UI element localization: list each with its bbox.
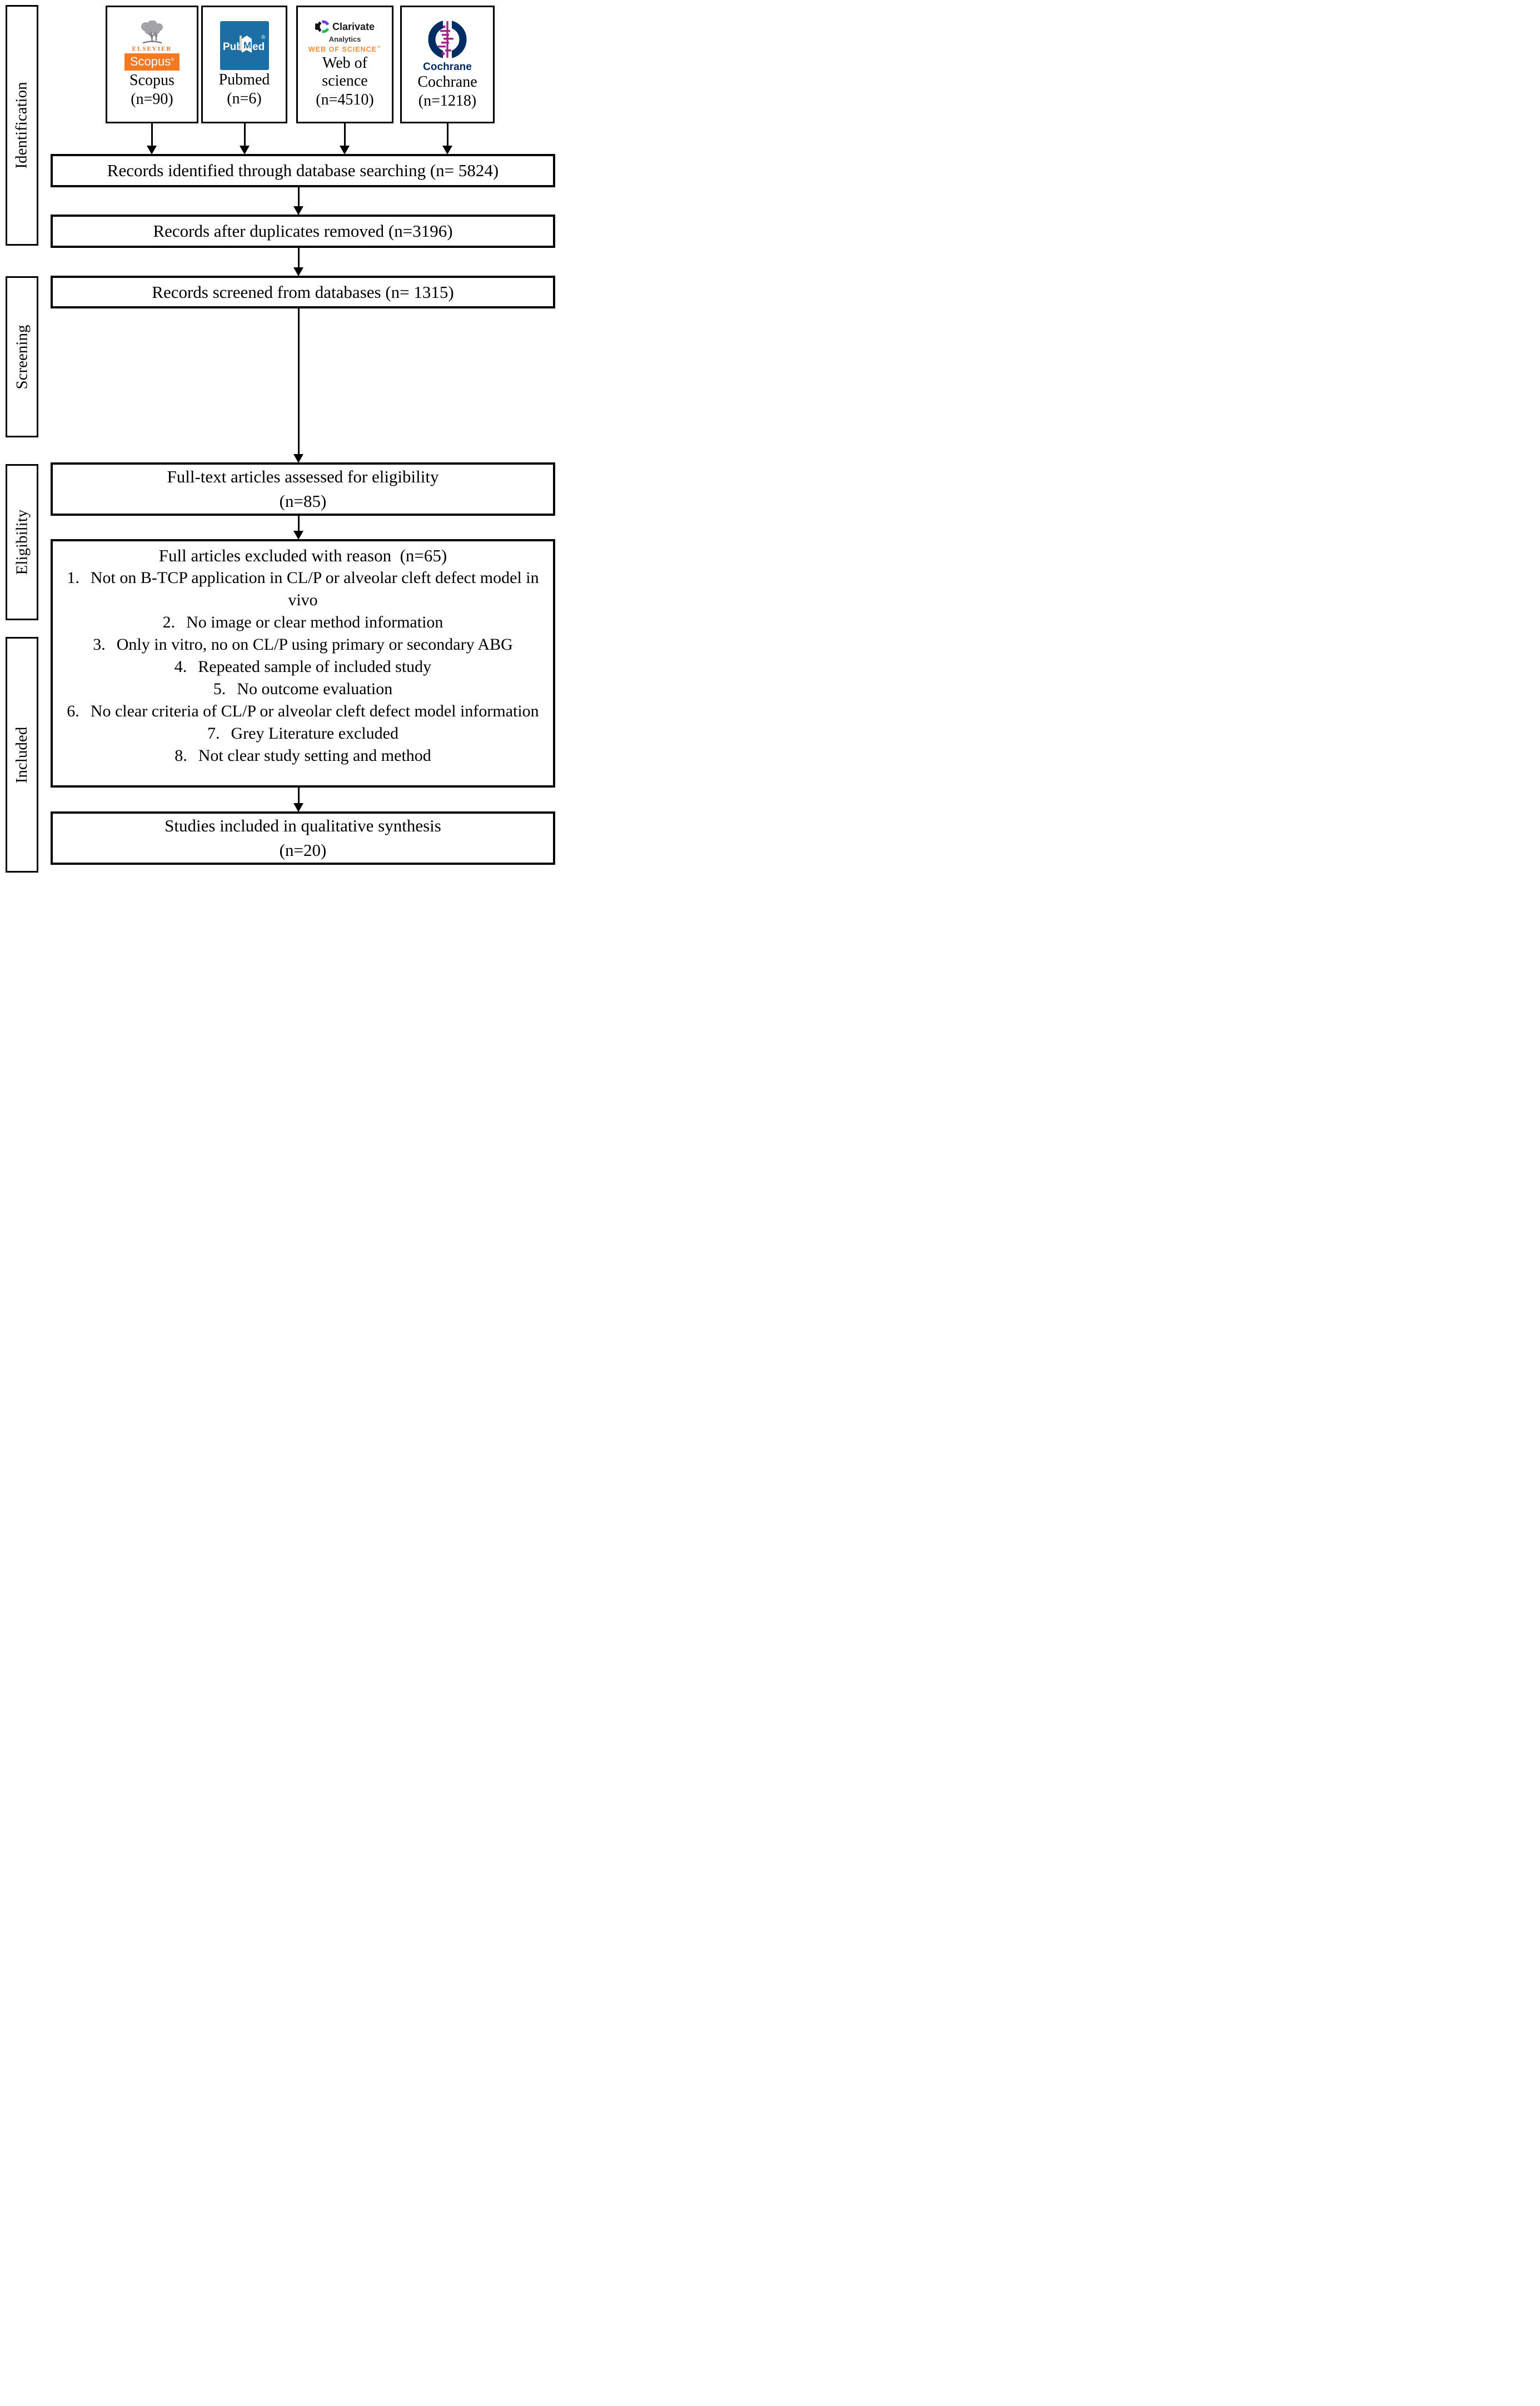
stage-label-eligibility: Eligibility <box>13 509 31 575</box>
arrow-head-dedup-to-screened <box>293 267 303 276</box>
database-name-pubmed: Pubmed <box>218 71 270 88</box>
stage-label-identification: Identification <box>13 82 31 169</box>
records-identified-box: Records identified through database sear… <box>51 154 555 187</box>
arrow-head-wos-to-identified <box>340 146 350 155</box>
database-name-scopus: Scopus <box>129 72 175 89</box>
clarivate-brand-text: Clarivate <box>332 21 375 33</box>
database-box-scopus: ELSEVIER Scopus® Scopus (n=90) <box>106 6 198 123</box>
arrow-head-fulltext-to-excluded <box>293 531 303 540</box>
records-after-duplicates-text: Records after duplicates removed (n=3196… <box>153 221 453 241</box>
svg-text:®: ® <box>261 34 266 41</box>
reason-text: No clear criteria of CL/P or alveolar cl… <box>90 702 539 720</box>
arrow-line-screened-to-fulltext <box>298 308 300 455</box>
studies-included-line1: Studies included in qualitative synthesi… <box>165 816 441 835</box>
prisma-flow-diagram: Identification Screening Eligibility Inc… <box>0 0 560 875</box>
wos-trademark: ™ <box>377 46 382 51</box>
reason-number: 6. <box>67 702 79 720</box>
svg-text:Pub: Pub <box>223 41 243 53</box>
arrow-line-fulltext-to-excluded <box>298 516 300 531</box>
elsevier-tree-icon <box>141 20 163 43</box>
arrow-line-dedup-to-screened <box>298 247 300 268</box>
arrow-head-pubmed-to-identified <box>240 146 250 155</box>
studies-included-box: Studies included in qualitative synthesi… <box>51 811 555 865</box>
excluded-reason-1: 1. Not on B-TCP application in CL/P or al… <box>53 567 553 611</box>
arrow-line-wos-to-identified <box>344 123 346 146</box>
reason-text: No outcome evaluation <box>237 680 393 698</box>
scopus-registered-mark: ® <box>171 57 175 62</box>
reason-number: 7. <box>207 724 220 743</box>
scopus-logo-text: Scopus <box>129 54 171 68</box>
reason-number: 5. <box>213 680 226 698</box>
records-screened-text: Records screened from databases (n= 1315… <box>152 282 454 302</box>
database-name-wos: Web of science <box>322 54 368 90</box>
records-identified-text: Records identified through database sear… <box>107 161 499 180</box>
reason-text: No image or clear method information <box>186 613 443 631</box>
database-box-cochrane: Cochrane Cochrane (n=1218) <box>400 6 495 123</box>
clarivate-analytics-text: Analytics <box>328 35 361 44</box>
clarivate-icon <box>315 21 330 33</box>
arrow-head-screened-to-fulltext <box>293 454 303 463</box>
excluded-reason-5: 5. No outcome evaluation <box>53 678 553 700</box>
reason-number: 3. <box>93 635 106 654</box>
fulltext-assessed-box: Full-text articles assessed for eligibil… <box>51 462 555 516</box>
stage-box-screening: Screening <box>6 276 38 437</box>
database-name-cochrane: Cochrane <box>417 73 477 91</box>
stage-box-identification: Identification <box>6 5 38 246</box>
reason-number: 2. <box>162 613 176 631</box>
stage-label-screening: Screening <box>13 325 31 389</box>
excluded-reason-8: 8. Not clear study setting and method <box>53 745 553 767</box>
database-box-pubmed: Pub M ed ® Pubmed (n=6) <box>201 6 287 123</box>
reason-text: Not clear study setting and method <box>198 746 431 765</box>
arrow-head-identified-to-dedup <box>293 206 303 215</box>
reason-text: Repeated sample of included study <box>198 657 432 676</box>
arrow-line-scopus-to-identified <box>151 123 153 146</box>
fulltext-assessed-line1: Full-text articles assessed for eligibil… <box>167 467 439 486</box>
stage-label-included: Included <box>13 726 31 783</box>
arrow-line-cochrane-to-identified <box>447 123 448 146</box>
fulltext-assessed-line2: (n=85) <box>279 491 327 511</box>
excluded-reason-6: 6. No clear criteria of CL/P or alveolar … <box>53 700 553 723</box>
database-box-web-of-science: Clarivate Analytics WEB OF SCIENCE™ Web … <box>296 6 393 123</box>
svg-text:M: M <box>243 40 251 51</box>
excluded-reason-7: 7. Grey Literature excluded <box>53 723 553 745</box>
arrow-head-excluded-to-included <box>293 803 303 812</box>
reason-text: Only in vitro, no on CL/P using primary … <box>116 635 513 654</box>
database-count-pubmed: (n=6) <box>227 90 262 107</box>
studies-included-line2: (n=20) <box>279 840 327 860</box>
cochrane-wordmark: Cochrane <box>423 61 472 73</box>
database-count-cochrane: (n=1218) <box>418 92 477 109</box>
excluded-reason-2: 2. No image or clear method information <box>53 611 553 634</box>
arrow-head-scopus-to-identified <box>147 146 157 155</box>
elsevier-brand-text: ELSEVIER <box>132 45 172 52</box>
records-screened-box: Records screened from databases (n= 1315… <box>51 276 555 308</box>
wos-product-text: WEB OF SCIENCE <box>308 46 377 54</box>
records-after-duplicates-box: Records after duplicates removed (n=3196… <box>51 215 555 248</box>
arrow-line-identified-to-dedup <box>298 187 300 207</box>
stage-box-included: Included <box>6 637 38 873</box>
reason-text: Grey Literature excluded <box>231 724 398 743</box>
scopus-logo: Scopus® <box>124 53 180 71</box>
arrow-line-excluded-to-included <box>298 788 300 804</box>
excluded-reason-3: 3. Only in vitro, no on CL/P using primar… <box>53 634 553 656</box>
database-count-scopus: (n=90) <box>131 91 173 108</box>
excluded-title: Full articles excluded with reason (n=65… <box>158 546 447 565</box>
pubmed-logo: Pub M ed ® <box>220 21 269 70</box>
reason-number: 4. <box>174 657 187 676</box>
stage-box-eligibility: Eligibility <box>6 464 38 620</box>
database-count-wos: (n=4510) <box>316 91 374 109</box>
cochrane-logo-icon <box>428 18 467 60</box>
arrow-line-pubmed-to-identified <box>244 123 246 146</box>
reason-number: 8. <box>175 746 187 765</box>
svg-text:ed: ed <box>252 41 265 53</box>
arrow-head-cochrane-to-identified <box>442 146 452 155</box>
reason-text: Not on B-TCP application in CL/P or alve… <box>90 569 539 609</box>
reason-number: 1. <box>67 569 79 587</box>
articles-excluded-box: Full articles excluded with reason (n=65… <box>51 539 555 788</box>
web-of-science-logo-text: WEB OF SCIENCE™ <box>308 46 381 53</box>
excluded-reason-4: 4. Repeated sample of included study <box>53 656 553 678</box>
